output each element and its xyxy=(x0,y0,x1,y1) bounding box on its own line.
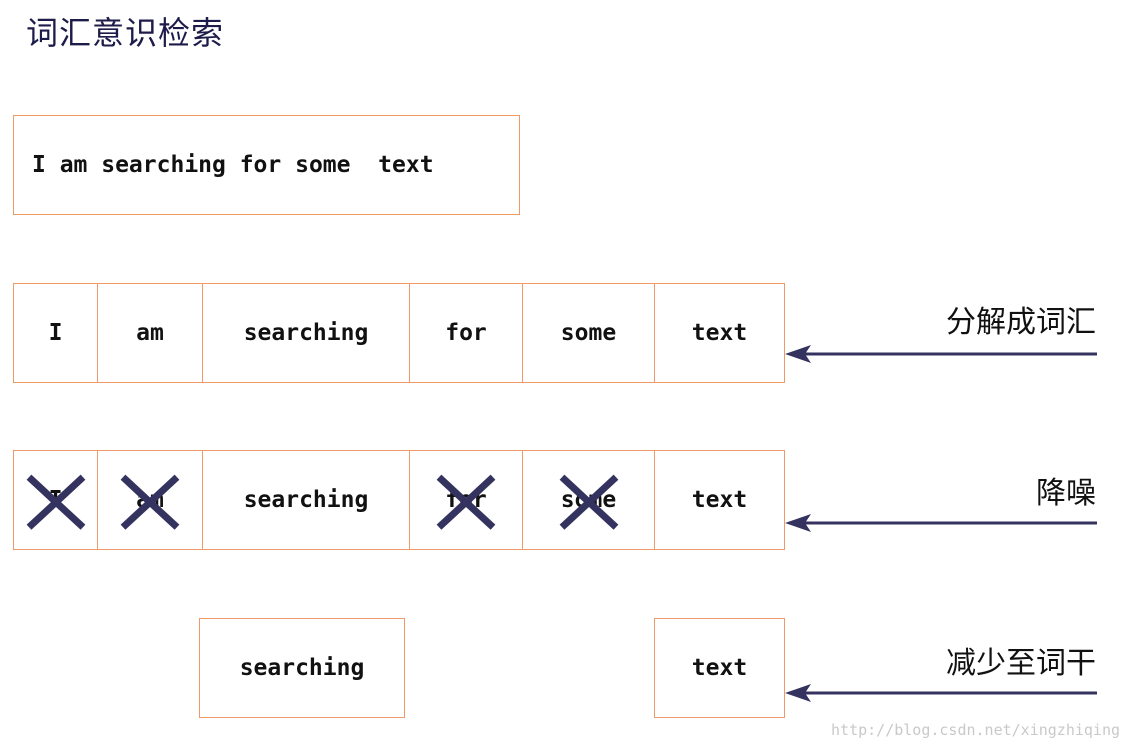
token-word: I xyxy=(48,320,63,346)
left-arrow-icon xyxy=(785,345,1097,363)
tokenize-label: 分解成词汇 xyxy=(946,305,1096,340)
denoise-word: am xyxy=(136,487,164,513)
stem-word: text xyxy=(691,655,748,681)
denoise-word: I xyxy=(48,487,63,513)
denoise-cell: I xyxy=(13,450,98,550)
token-cell: searching xyxy=(202,283,410,383)
watermark: http://blog.csdn.net/xingzhiqing xyxy=(831,721,1120,739)
denoise-cell: text xyxy=(654,450,785,550)
denoise-label: 降噪 xyxy=(1036,476,1096,511)
denoise-word: for xyxy=(445,487,487,513)
token-cell: I xyxy=(13,283,98,383)
diagram-title: 词汇意识检索 xyxy=(26,14,225,52)
token-word: some xyxy=(560,320,617,346)
left-arrow-icon xyxy=(785,514,1097,532)
sentence-box: I am searching for some text xyxy=(13,115,520,215)
stem-cell: text xyxy=(654,618,785,718)
stem-word: searching xyxy=(239,655,365,681)
denoise-cell: for xyxy=(409,450,523,550)
stemming-label: 减少至词干 xyxy=(946,646,1096,681)
denoise-cell: searching xyxy=(202,450,410,550)
denoise-word: text xyxy=(691,487,748,513)
denoise-cell: am xyxy=(97,450,203,550)
left-arrow-icon xyxy=(785,684,1097,702)
token-cell: for xyxy=(409,283,523,383)
token-cell: some xyxy=(522,283,655,383)
token-word: searching xyxy=(243,320,369,346)
token-word: text xyxy=(691,320,748,346)
token-cell: text xyxy=(654,283,785,383)
denoise-cell: some xyxy=(522,450,655,550)
token-word: for xyxy=(445,320,487,346)
stem-cell: searching xyxy=(199,618,405,718)
token-word: am xyxy=(136,320,164,346)
token-cell: am xyxy=(97,283,203,383)
denoise-word: some xyxy=(560,487,617,513)
sentence-text: I am searching for some text xyxy=(32,152,434,178)
denoise-word: searching xyxy=(243,487,369,513)
